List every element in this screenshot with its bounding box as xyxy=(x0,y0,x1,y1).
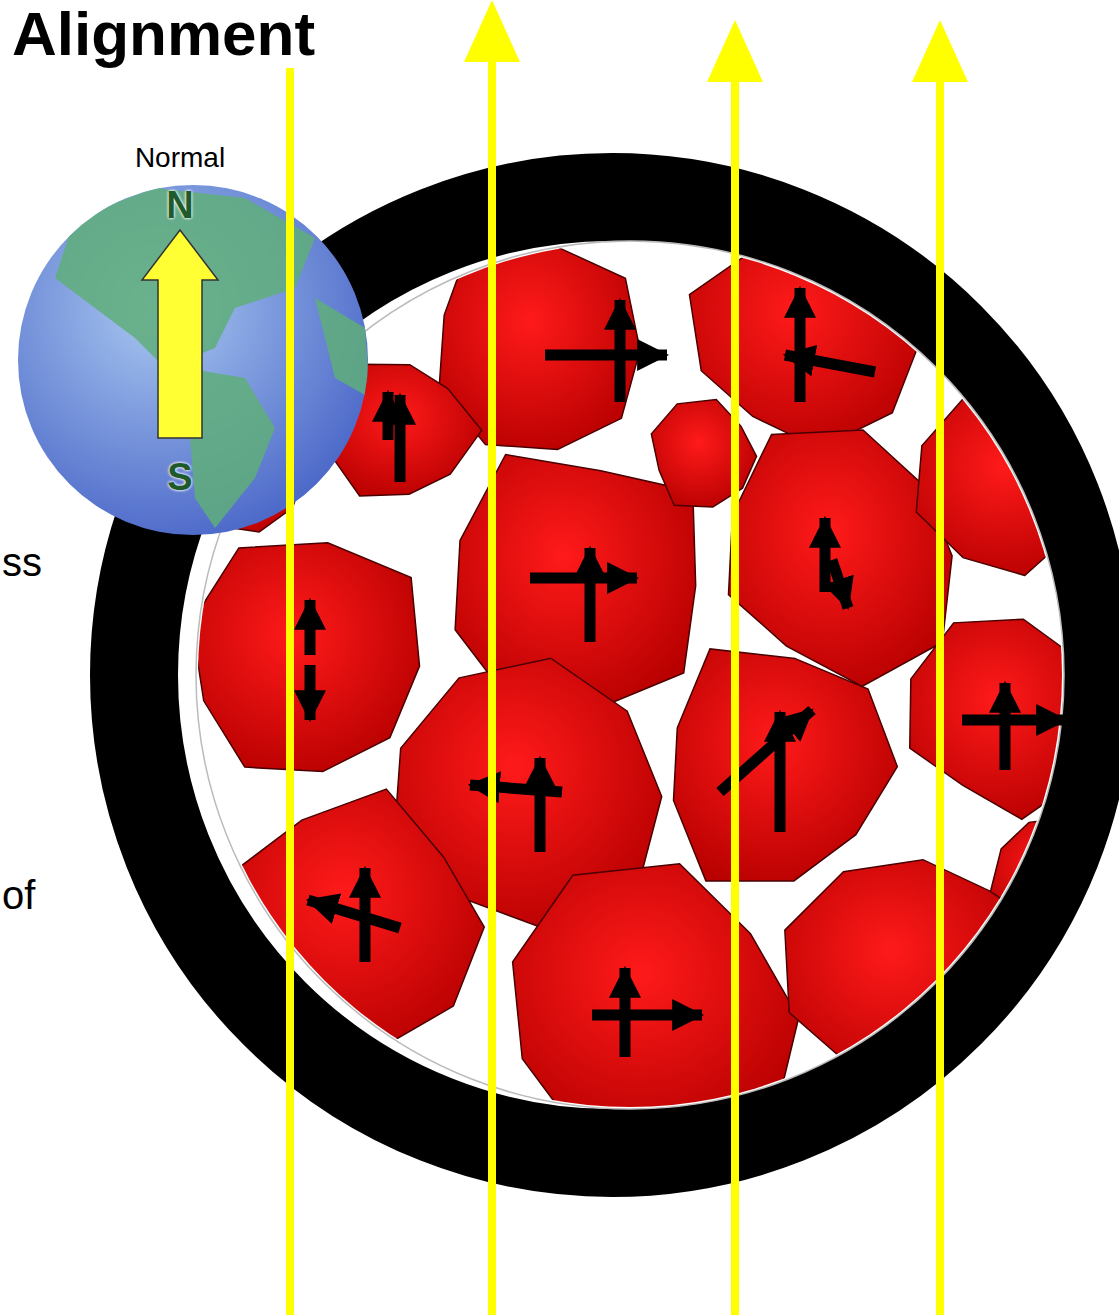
domain-arrow xyxy=(305,665,316,720)
magnetic-domain xyxy=(728,430,952,686)
domain-arrow xyxy=(592,1010,702,1021)
field-arrow xyxy=(707,20,763,1315)
magnetic-domain xyxy=(513,864,799,1138)
domain-arrow xyxy=(395,395,406,482)
domain-arrow xyxy=(383,392,394,440)
domain-arrow xyxy=(832,560,848,608)
field-arrow xyxy=(464,0,520,1315)
cut-text: of xyxy=(2,873,35,918)
domain-arrow xyxy=(795,288,806,402)
magnetic-domain xyxy=(785,860,1020,1087)
domain-arrow xyxy=(308,900,400,928)
domain-arrow xyxy=(535,758,546,852)
cut-text: ss xyxy=(2,540,42,585)
domain-arrow xyxy=(775,712,786,832)
magnetic-domain xyxy=(990,818,1115,929)
domain-arrow xyxy=(962,715,1066,726)
magnetic-domain xyxy=(229,789,484,1049)
domain-arrow xyxy=(470,785,562,792)
domain-arrow xyxy=(620,968,631,1057)
domain-arrow xyxy=(545,350,667,361)
caption-label: Normal xyxy=(135,142,225,174)
magnetic-domain xyxy=(651,400,756,508)
domain-arrow xyxy=(585,548,596,642)
earth-globe: NormalN S xyxy=(15,138,371,543)
domain-arrow xyxy=(1000,683,1011,770)
compass-arrow xyxy=(142,230,218,438)
domain-arrow xyxy=(530,573,637,584)
domain-arrow xyxy=(615,300,626,402)
magnetic-domain xyxy=(674,649,898,881)
slide-title: Alignment xyxy=(6,0,321,68)
domain-arrow xyxy=(305,600,316,655)
field-arrow xyxy=(262,0,318,1315)
pole-letter: N xyxy=(166,184,193,227)
field-arrow xyxy=(912,20,968,1315)
magnetic-domain xyxy=(916,393,1109,576)
domain-arrow xyxy=(820,518,831,592)
pole-letter: S xyxy=(167,456,192,499)
domain-arrow xyxy=(360,868,371,962)
magnetic-domain xyxy=(191,543,419,772)
